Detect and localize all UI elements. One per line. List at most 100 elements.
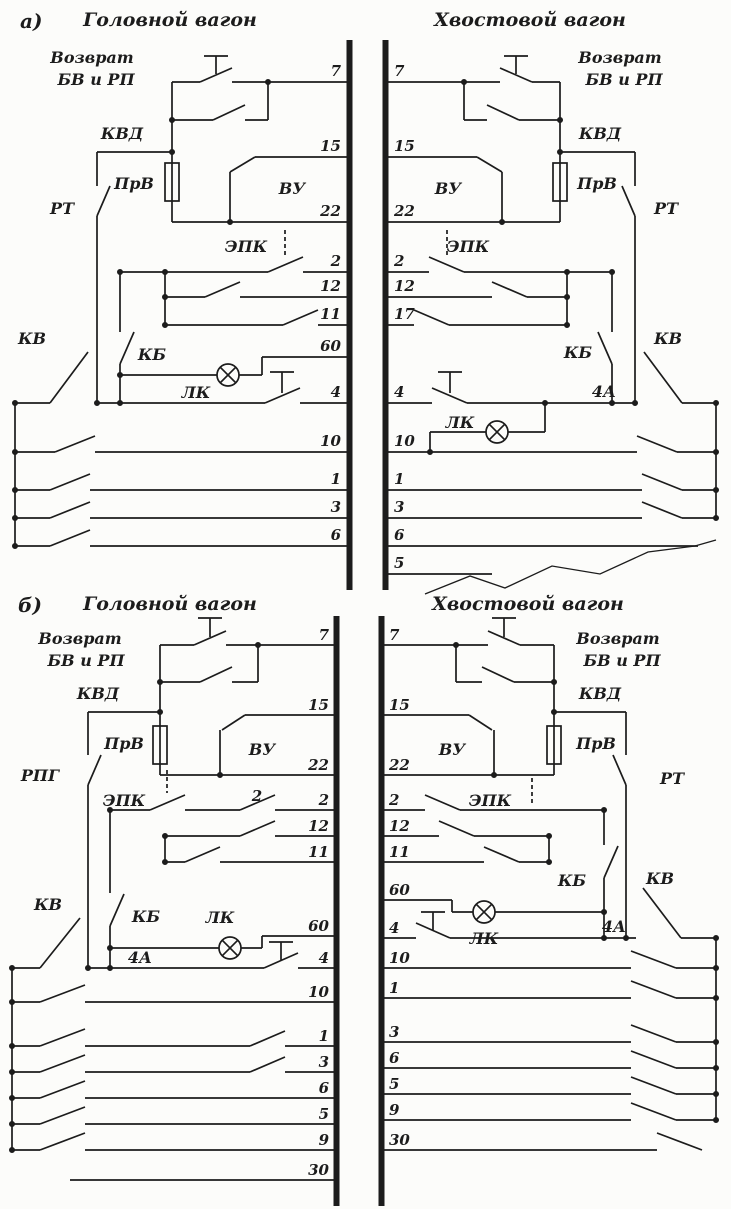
wires: [381, 644, 717, 1151]
section-b: б) Головной вагон Хвостовой вагон Возвра…: [9, 593, 720, 1181]
wire-number: 4: [331, 383, 341, 401]
wire-number: 6: [319, 1079, 330, 1097]
wire-number: 1: [319, 1027, 329, 1045]
kvd-label: КВД: [76, 684, 120, 703]
wires: [14, 81, 349, 547]
vozvrat-label-line1: Возврат: [49, 48, 133, 67]
wire-number: 7: [394, 62, 405, 80]
wire-number: 5: [389, 1075, 399, 1093]
junction-dots: [427, 79, 720, 521]
branch-2-tag: 2: [251, 787, 262, 805]
wire-number: 1: [331, 470, 341, 488]
wire-number: 60: [320, 337, 341, 355]
vu-label: ВУ: [438, 740, 467, 759]
rt-label: РТ: [659, 769, 685, 788]
contact-diagonals: [415, 617, 703, 1151]
wire-number: 2: [318, 791, 329, 809]
wire-number: 12: [389, 817, 410, 835]
rt-label: РТ: [653, 199, 679, 218]
torn-paper-edge: [424, 539, 717, 595]
kb-label: КБ: [137, 345, 167, 364]
wire-number: 17: [394, 305, 415, 323]
wires: [386, 81, 717, 575]
wire-number: 11: [308, 843, 329, 861]
junction-dots: [9, 642, 262, 1153]
vozvrat-label-line2: БВ и РП: [582, 651, 661, 670]
wire-number: 22: [393, 202, 415, 220]
section-a-tail-title: Хвостовой вагон: [433, 9, 626, 31]
wire-number: 4: [394, 383, 404, 401]
quadrant-a-tail-texts: Возврат БВ и РП КВД ПрВ ВУ РТ ЭПК КБ ЛК …: [393, 48, 682, 572]
wire-number: 4: [319, 949, 329, 967]
kv-label: КВ: [653, 329, 682, 348]
vu-label: ВУ: [434, 179, 463, 198]
wire-number: 10: [308, 983, 329, 1001]
lamp-lk: [216, 363, 240, 387]
kb-label: КБ: [131, 907, 161, 926]
epk-label: ЭПК: [103, 791, 146, 810]
wire-number: 3: [319, 1053, 329, 1071]
lk-label: ЛК: [181, 383, 211, 402]
vozvrat-label-line1: Возврат: [575, 629, 659, 648]
prv-label: ПрВ: [575, 734, 616, 753]
wire-number: 3: [389, 1023, 399, 1041]
wire-number: 12: [308, 817, 329, 835]
kvd-label: КВД: [578, 124, 622, 143]
kvd-label: КВД: [578, 684, 622, 703]
wire-number: 3: [394, 498, 404, 516]
lk-label: ЛК: [469, 929, 499, 948]
vozvrat-label-line2: БВ и РП: [46, 651, 125, 670]
wire-number: 7: [389, 626, 400, 644]
wire-number: 5: [394, 554, 404, 572]
junction-dots: [12, 79, 272, 549]
wire-number: 30: [308, 1161, 329, 1179]
section-b-tail-title: Хвостовой вагон: [431, 593, 624, 615]
section-a-head-title: Головной вагон: [82, 9, 257, 31]
junction-dots: [453, 642, 720, 1123]
wire-number: 22: [307, 756, 329, 774]
wire-number: 2: [393, 252, 404, 270]
wire-4a-tag: 4А: [128, 948, 152, 967]
wire-number: 7: [331, 62, 342, 80]
wire-number: 3: [331, 498, 341, 516]
kvd-label: КВД: [100, 124, 144, 143]
wire-number: 11: [389, 843, 410, 861]
wires: [11, 644, 336, 1181]
wire-number: 15: [320, 137, 341, 155]
rt-label: РТ: [49, 199, 75, 218]
vu-label: ВУ: [248, 740, 277, 759]
kv-label: КВ: [33, 895, 62, 914]
wire-4a-tag: 4А: [592, 382, 616, 401]
wire-number: 1: [394, 470, 404, 488]
wire-number: 6: [389, 1049, 400, 1067]
kb-label: КБ: [563, 343, 593, 362]
quadrant-a-head-texts: Возврат БВ и РП КВД ПрВ ВУ РТ ЭПК КБ ЛК …: [17, 48, 342, 544]
wire-number: 22: [319, 202, 341, 220]
wire-number: 1: [389, 979, 399, 997]
wire-number: 60: [389, 881, 410, 899]
wire-number: 15: [308, 696, 329, 714]
wire-number: 10: [389, 949, 410, 967]
wire-number: 9: [319, 1131, 330, 1149]
prv-label: ПрВ: [113, 174, 154, 193]
quadrant-b-head: [9, 617, 336, 1181]
wire-number: 10: [394, 432, 415, 450]
lk-label: ЛК: [205, 908, 235, 927]
rpg-label: РПГ: [20, 766, 60, 785]
wire-number: 9: [389, 1101, 400, 1119]
quadrant-b-head-texts: Возврат БВ и РП КВД ПрВ ВУ РПГ ЭПК 2 КБ …: [20, 626, 330, 1179]
kv-label: КВ: [17, 329, 46, 348]
wire-number: 15: [394, 137, 415, 155]
section-b-marker: б): [18, 593, 42, 617]
wire-number: 12: [320, 277, 341, 295]
wire-number: 4: [389, 919, 399, 937]
kv-label: КВ: [645, 869, 674, 888]
quadrant-a-head: [12, 55, 349, 549]
kb-label: КБ: [557, 871, 587, 890]
intercar-bus-bars: [333, 40, 389, 1206]
wire-number: 10: [320, 432, 341, 450]
lamp-lk: [485, 420, 509, 444]
contact-diagonals: [49, 55, 319, 547]
lk-label: ЛК: [445, 413, 475, 432]
